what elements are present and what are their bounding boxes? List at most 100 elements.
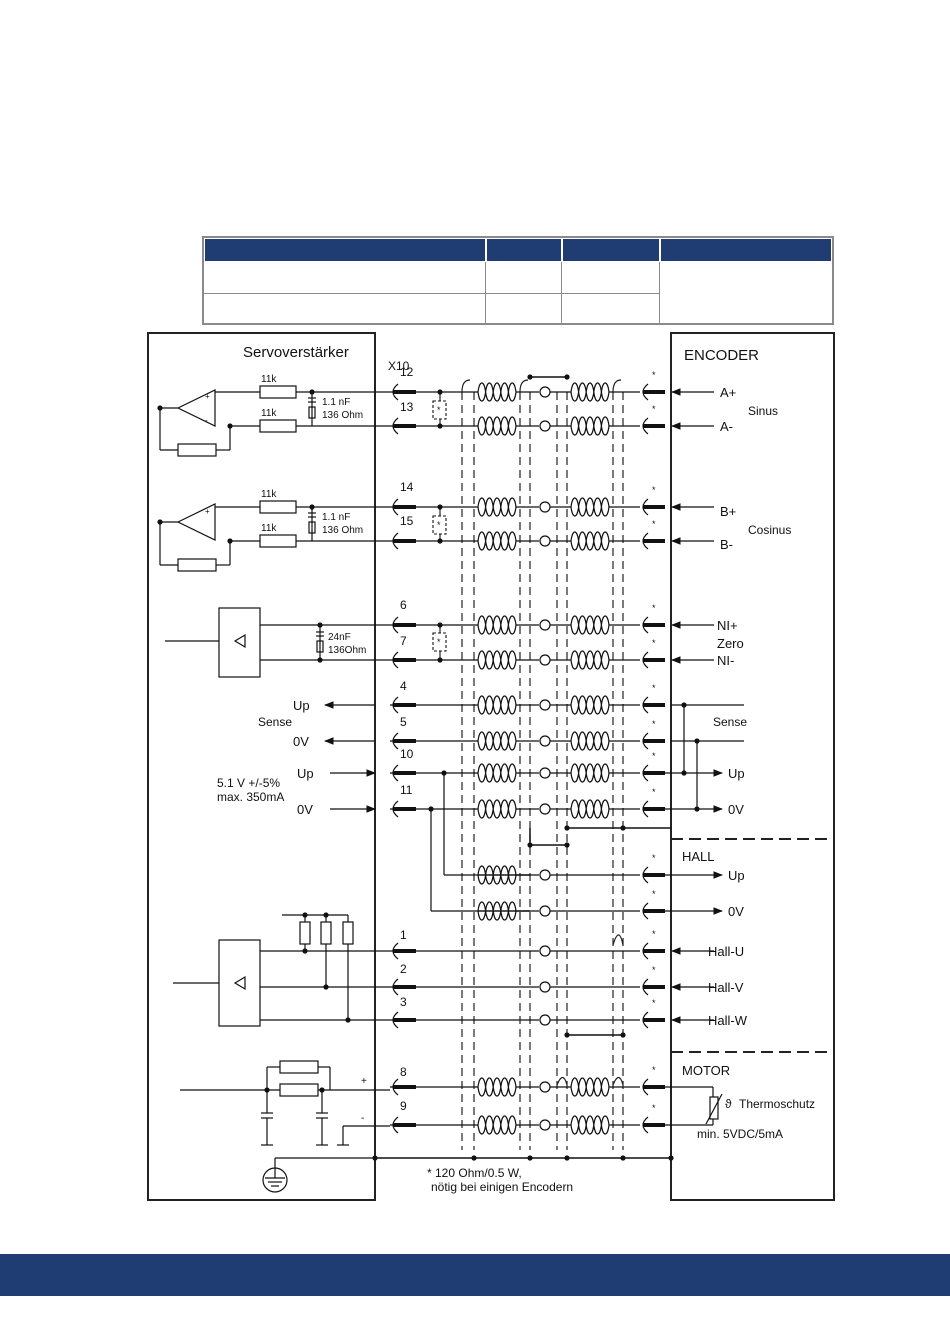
hall-title: HALL — [682, 849, 715, 864]
socket-marker: * — [652, 965, 656, 975]
table-header-cell — [562, 238, 660, 262]
junction-dot — [620, 1032, 626, 1038]
footer-bar — [0, 1254, 950, 1296]
connector-label: X10 — [388, 359, 410, 373]
encoder-box — [670, 332, 835, 1201]
enc-cosinus: Cosinus — [748, 523, 791, 537]
resistor-label: 11k — [261, 374, 277, 385]
sense-label: Sense — [258, 715, 292, 729]
resistor-label: 136Ohm — [328, 645, 366, 656]
thermal-minus: - — [361, 1113, 364, 1124]
pin-label: 15 — [400, 514, 414, 528]
table-cell — [204, 262, 486, 294]
socket-marker: * — [652, 853, 656, 863]
hall-up: Up — [728, 868, 745, 883]
minus-sign: - — [205, 531, 208, 540]
junction-dot — [564, 1032, 570, 1038]
wire-row: * — [390, 998, 665, 1029]
hall-v: Hall-V — [708, 980, 744, 995]
socket-marker: * — [652, 889, 656, 899]
socket-marker: * — [652, 998, 656, 1008]
resistor-label: 11k — [261, 523, 277, 534]
socket-marker: * — [652, 787, 656, 797]
motor-spec: min. 5VDC/5mA — [697, 1127, 783, 1141]
cosine-amplifier — [159, 500, 390, 572]
cable-junction — [539, 735, 551, 747]
junction-dot — [564, 842, 570, 848]
wire-row: * — [390, 751, 665, 783]
table-header-cell — [486, 238, 562, 262]
junction-dot — [668, 1155, 674, 1161]
cable-junction — [539, 699, 551, 711]
table-cell — [486, 262, 562, 294]
enc-ni-plus: NI+ — [717, 618, 738, 633]
pin-label: 12 — [400, 365, 414, 379]
wire-row: * — [477, 889, 665, 921]
socket-marker: * — [652, 603, 656, 613]
minus-sign: - — [205, 416, 208, 425]
wire-row: * — [390, 1103, 665, 1135]
pin-label: 6 — [400, 598, 407, 612]
supply-note: max. 350mA — [217, 790, 284, 804]
resistor-label: 136 Ohm — [322, 410, 363, 421]
enc-up: Up — [728, 766, 745, 781]
cable-junction — [539, 501, 551, 513]
junction-dot — [527, 1155, 533, 1161]
pin-label: 7 — [400, 634, 407, 648]
footnote-line1: * 120 Ohm/0.5 W, — [427, 1166, 522, 1180]
enc-sense: Sense — [713, 715, 747, 729]
enc-b-minus: B- — [720, 537, 733, 552]
junction-dot — [620, 825, 626, 831]
socket-marker: * — [652, 751, 656, 761]
capacitor-label: 1.1 nF — [322, 512, 350, 523]
resistor-label: 11k — [261, 408, 277, 419]
resistor-label: 136 Ohm — [322, 525, 363, 536]
table-cell — [562, 294, 660, 323]
enc-sinus: Sinus — [748, 404, 778, 418]
wire-row: * — [390, 638, 665, 670]
socket-marker: * — [652, 929, 656, 939]
footnote-line2: nötig bei einigen Encodern — [431, 1180, 573, 1194]
cable-junction — [539, 1119, 551, 1131]
pin-label: 10 — [400, 747, 414, 761]
wire-row: * — [390, 787, 665, 819]
socket-marker: * — [652, 1103, 656, 1113]
motor-title: MOTOR — [682, 1063, 730, 1078]
pin-label: 2 — [400, 962, 407, 976]
cable-junction — [539, 905, 551, 917]
thermal-plus: + — [361, 1076, 367, 1087]
junction-dot — [564, 825, 570, 831]
pin-label: 1 — [400, 928, 407, 942]
enc-zero: Zero — [717, 636, 744, 651]
termination-marker: * — [437, 520, 441, 530]
cable-junction — [539, 619, 551, 631]
resistor-label: 11k — [261, 489, 277, 500]
enc-a-minus: A- — [720, 419, 733, 434]
table-cell — [486, 294, 562, 323]
cable-junction — [539, 767, 551, 779]
pin-label: 3 — [400, 995, 407, 1009]
cable-junction — [539, 535, 551, 547]
twisted-pairs: ***************** — [390, 370, 665, 1135]
spec-table — [202, 236, 834, 325]
wire-row: * — [390, 719, 665, 751]
socket-marker: * — [652, 485, 656, 495]
ground-symbol — [262, 1157, 375, 1193]
supply-up-label: Up — [297, 766, 314, 781]
cable-junction — [539, 1014, 551, 1026]
termination-marker: * — [437, 405, 441, 415]
capacitor-label: 24nF — [328, 632, 351, 643]
cable-junction — [539, 981, 551, 993]
plus-sign: + — [205, 507, 210, 516]
pin-label: 5 — [400, 715, 407, 729]
junction-dot — [564, 1155, 570, 1161]
socket-marker: * — [652, 370, 656, 380]
table-header-cell — [660, 238, 832, 262]
amplifier-title: Servoverstärker — [243, 344, 349, 361]
junction-dot — [564, 374, 570, 380]
cable-junction — [539, 1081, 551, 1093]
wire-row: * — [390, 683, 665, 715]
socket-marker: * — [652, 719, 656, 729]
cable-junction — [539, 654, 551, 666]
